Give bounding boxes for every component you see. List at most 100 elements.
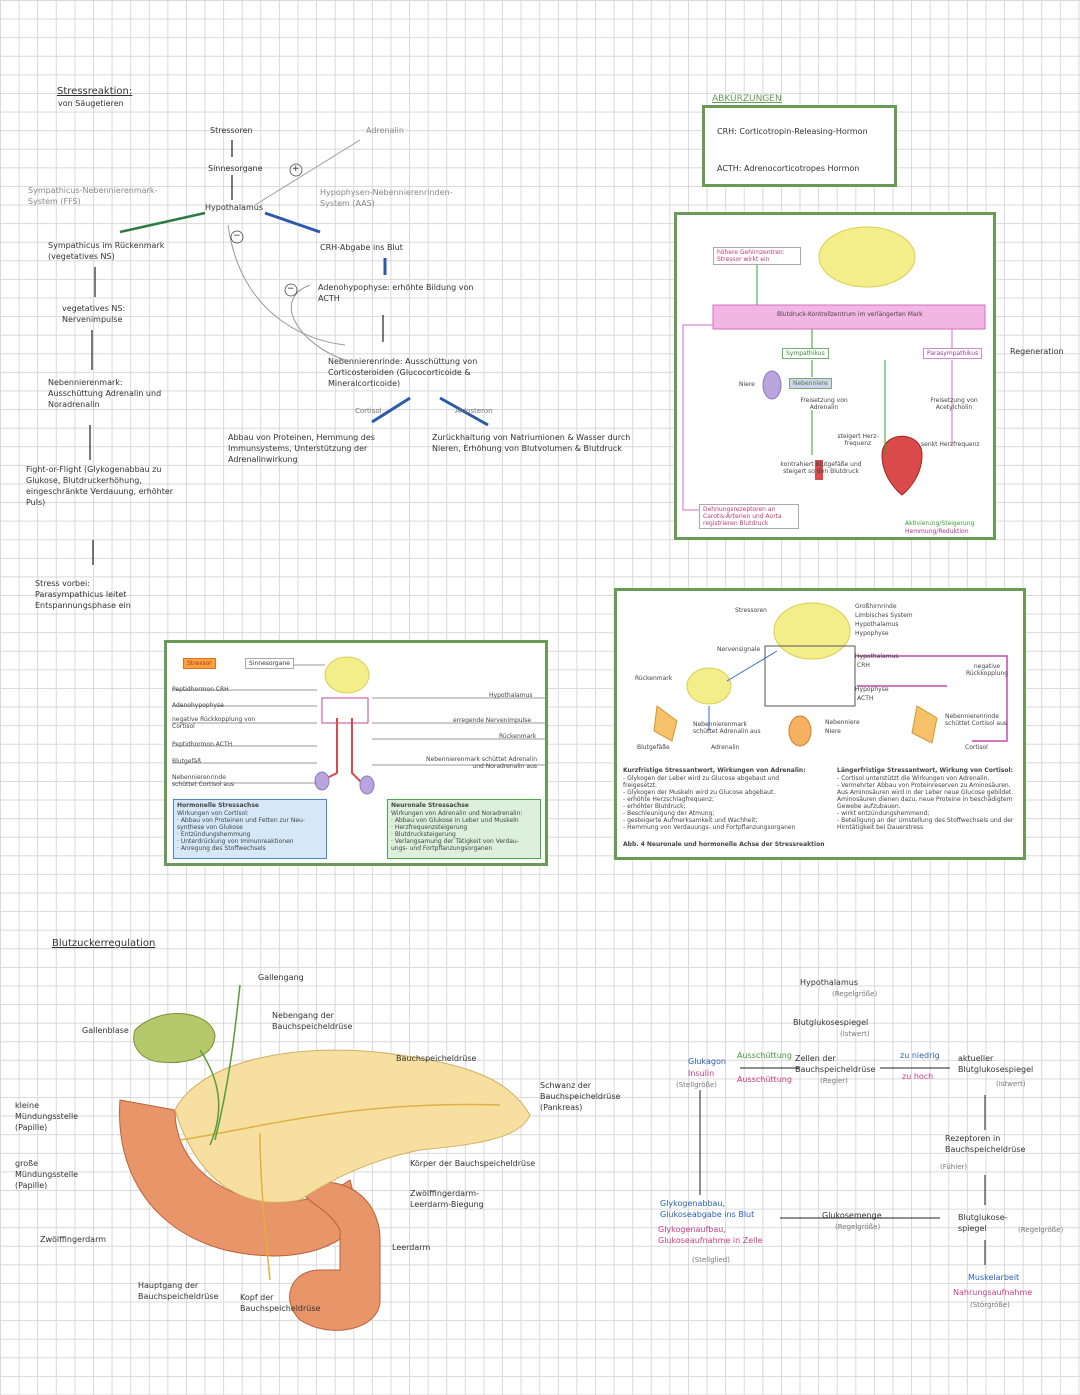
reg-stellgroesse: (Stellgröße): [676, 1081, 718, 1089]
nebennierenmark-note: Nebennierenmark: Ausschüttung Adrenalin …: [48, 378, 162, 409]
reg-zu-niedrig: zu niedrig: [900, 1051, 940, 1060]
nh-rueckenmark: Rückenmark: [635, 675, 673, 682]
nh-stressoren: Stressoren: [735, 607, 767, 614]
regeneration-label: Regeneration: [1010, 347, 1064, 356]
reg-blutglukose: Blutglukose-spiegel: [958, 1213, 1008, 1233]
reg-zellen: Zellen der Bauchspeicheldrüse: [795, 1054, 876, 1074]
nh-short-title: Kurzfristige Stressantwort, Wirkungen vo…: [623, 767, 806, 774]
reg-blutglukosespiegel: Blutglukosespiegel: [793, 1018, 869, 1027]
label-leerdarm: Leerdarm: [392, 1243, 431, 1252]
reg-zu-hoch: zu hoch: [902, 1072, 934, 1081]
reg-ausschuettung-2: Ausschüttung: [737, 1075, 792, 1084]
sugar-title: Blutzuckerregulation: [52, 938, 156, 949]
bp-legend-aktivierung: Aktivierung/Steigerung: [905, 520, 975, 527]
neuro-hormonal-panel: Stressoren Großhirnrinde Limbisches Syst…: [614, 588, 1026, 860]
reg-hypothalamus: Hypothalamus: [800, 978, 858, 987]
nh-nnr: Nebennierenrinde schüttet Cortisol aus: [945, 713, 1008, 727]
nh-label: Hypophyse: [855, 630, 889, 637]
abbr-acth: ACTH: Adrenocorticotropes Hormon: [717, 164, 860, 173]
reg-fuehler: (Fühler): [940, 1163, 968, 1171]
nh-nnm: Nebennierenmark schüttet Adrenalin aus: [693, 721, 761, 735]
fight-or-flight-note: Fight-or-Flight (Glykogenabbau zu Glukos…: [26, 465, 174, 507]
nebennierenrinde-note: Nebennierenrinde: Ausschüttung von Corti…: [328, 357, 478, 388]
abbr-title: ABKÜRZUNGEN: [712, 94, 782, 104]
reg-istwert: (Istwert): [996, 1080, 1026, 1088]
bp-legend-hemmung: Hemmung/Reduktion: [905, 528, 969, 535]
hormonal-axis-line: · Anregung des Stoffwechsels: [177, 845, 266, 852]
label-schwanz: Schwanz der Bauchspeicheldrüse (Pankreas…: [540, 1081, 621, 1112]
reg-glukosemenge: Glukosemenge: [822, 1211, 882, 1220]
reg-ausschuettung-1: Ausschüttung: [737, 1051, 792, 1060]
nh-short-line: - Hemmung von Verdauungs- und Fortpflanz…: [623, 824, 796, 831]
nh-blutgefaesse: Blutgefäße: [637, 744, 670, 751]
nh-long-line: - Beteiligung an der Umstellung des Stof…: [837, 817, 1014, 824]
reg-regelgroesse-2: (Regelgröße): [1018, 1226, 1064, 1234]
axes-acth: Peptidhormon ACTH: [172, 741, 233, 748]
hormonal-axis-line: synthese von Glukose: [177, 824, 243, 831]
nh-cortisol: Cortisol: [965, 744, 988, 751]
bp-freis-acetylcholin: Freisetzung von Acetylcholin: [930, 397, 978, 411]
label-gallengang: Gallengang: [258, 973, 304, 982]
reg-stoergroesse: (Störgröße): [970, 1301, 1010, 1309]
bp-nebenniere: Nebenniere: [789, 378, 832, 389]
axes-neg: negative Rückkopplung von Cortisol: [172, 716, 256, 730]
nh-long-line: Aus Aminosäuren wird in der Leber neue G…: [837, 789, 1014, 796]
nh-long-line: Gewebe aufzubauen.: [837, 803, 901, 810]
nh-long-line: - wirkt entzündungshemmend;: [837, 810, 930, 817]
nh-long-line: Aminosäuren dienen dazu, neue Proteine i…: [837, 796, 1013, 803]
label-nebengang: Nebengang der Bauchspeicheldrüse: [272, 1011, 353, 1031]
nh-long-line: Hirntätigkeit bei Dauerstress: [837, 824, 924, 831]
reg-hypo-sub: (Regelgröße): [832, 990, 878, 998]
nh-short-line: - Glykogen der Muskeln wird zu Glucose a…: [623, 789, 776, 796]
reg-muskelarbeit: Muskelarbeit: [968, 1273, 1020, 1282]
axes-nnm: Nebennierenmark schüttet Adrenalin und N…: [426, 756, 537, 770]
label-zwoelffingerdarm: Zwölffingerdarm: [40, 1235, 107, 1244]
bp-control-center: Blutdruck-Kontrollzentrum im verlängerte…: [777, 311, 923, 318]
axes-erreg: erregende Nervenimpulse: [453, 717, 532, 724]
neuro-hormonal-diagram: [653, 602, 1008, 747]
ffs-label: Sympathicus-Nebennierenmark-System (FFS): [28, 186, 158, 206]
reg-stellglied: (Stellglied): [692, 1256, 730, 1264]
reg-glykogenaufbau: Glykogenaufbau, Glukoseaufnahme in Zelle: [658, 1225, 763, 1245]
axes-rm: Rückenmark: [499, 733, 537, 740]
hypothalamus-label: Hypothalamus: [205, 203, 263, 212]
nh-niere: Niere: [825, 728, 841, 735]
neuronal-axis-box: Neuronale Stressachse Wirkungen von Adre…: [387, 799, 541, 859]
cortisol-small: Cortisol: [355, 407, 382, 415]
bp-niere: Niere: [739, 381, 755, 388]
sinnesorgane-label: Sinnesorgane: [208, 164, 263, 173]
neuronal-axis-line: · Blutdrucksteigerung: [391, 831, 456, 838]
reg-glukagon: Glukagon: [688, 1057, 726, 1066]
stress-title: Stressreaktion:: [57, 86, 133, 97]
nh-adrenalin: Adrenalin: [711, 744, 740, 751]
nh-short-line: - erhöhter Blutdruck;: [623, 803, 686, 810]
stress-axes-panel: Stressor Sinnesorgane Peptidhormon CRH A…: [164, 640, 548, 866]
nh-label: Großhirnrinde: [855, 603, 897, 610]
nh-negative: negative Rückkopplung: [965, 663, 1009, 677]
stress-subtitle: von Säugetieren: [58, 99, 124, 108]
blood-pressure-panel: höhere Gehirnzentren: Stressor wirkt ein…: [674, 212, 996, 540]
hormonal-axis-box: Hormonelle Stressachse Wirkungen von Cor…: [173, 799, 327, 859]
stressoren-label: Stressoren: [210, 126, 253, 135]
axes-hypo: Hypothalamus: [489, 692, 533, 699]
reg-ist: (Istwert): [840, 1030, 870, 1038]
nh-nervensignale: Nervensignale: [717, 646, 761, 653]
neuronal-axis-line: · Verlangsamung der Tätigkeit von Verdau…: [391, 838, 519, 845]
cortisol-effects: Abbau von Proteinen, Hemmung des Immunsy…: [228, 433, 375, 464]
axes-blut: Blutgefäß: [172, 758, 202, 765]
nh-short-line: - erhöhte Herzschlagfrequenz;: [623, 796, 714, 803]
reg-regelgroesse: (Regelgröße): [835, 1223, 881, 1231]
nh-nebenniere: Nebenniere: [825, 719, 860, 726]
neuronal-axis-line: Wirkungen von Adrenalin und Noradrenalin…: [391, 810, 523, 817]
reg-rezeptoren: Rezeptoren in Bauchspeicheldrüse: [945, 1134, 1026, 1154]
axes-sinnesorgane: Sinnesorgane: [245, 658, 294, 669]
plus-sign: +: [292, 164, 300, 174]
hormonal-axis-title: Hormonelle Stressachse: [177, 802, 259, 809]
abbreviations-box: CRH: Corticotropin-Releasing-Hormon ACTH…: [702, 105, 897, 187]
bp-sympathikus: Sympathikus: [782, 348, 829, 359]
neuronal-axis-line: · Abbau von Glukose in Leber und Muskeln: [391, 817, 519, 824]
crh-abgabe: CRH-Abgabe ins Blut: [320, 243, 403, 252]
nh-short-line: - Beschleunigung der Atmung;: [623, 810, 715, 817]
